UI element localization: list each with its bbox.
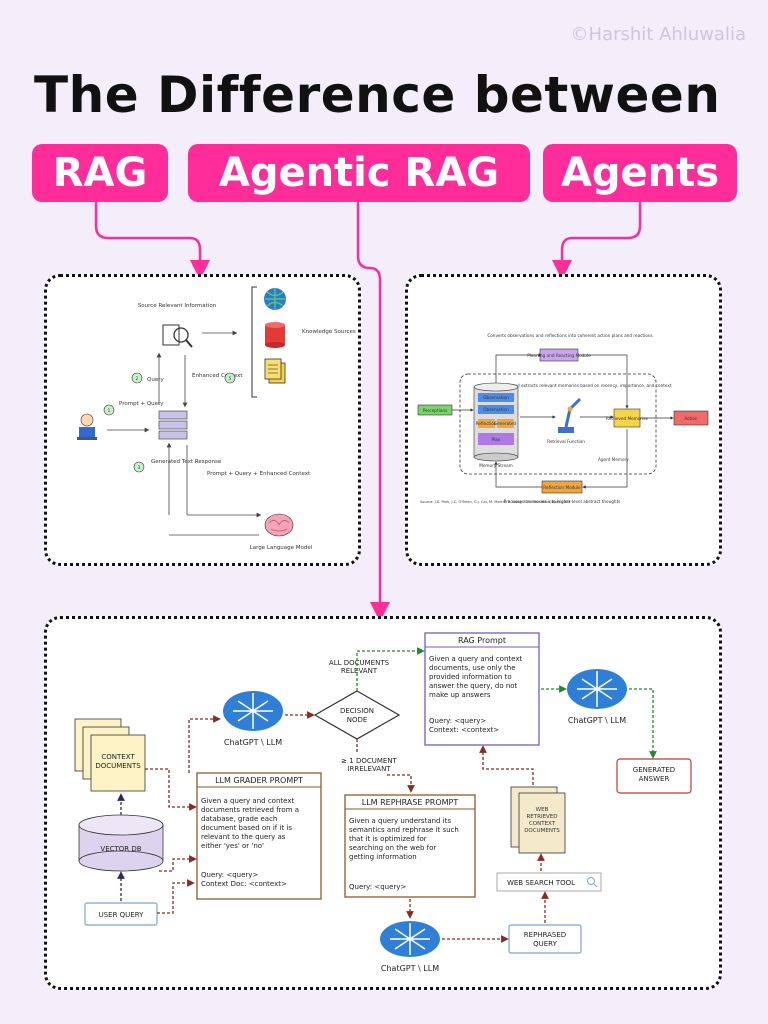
- llm-brain-icon-top: [567, 669, 627, 709]
- database-cylinder-icon: [265, 322, 285, 348]
- rephrase-prompt-card: [344, 794, 476, 898]
- plan-label: Plan: [492, 437, 501, 442]
- step-5-badge: 5: [229, 376, 232, 381]
- llm-label-top: ChatGPT \ LLM: [568, 716, 626, 725]
- brain-icon: [264, 513, 294, 537]
- planning-module-label: Planning and Reacting Module: [527, 353, 591, 358]
- agents-label-pill: Agents: [543, 144, 737, 202]
- memory-stream-cylinder: [473, 382, 519, 462]
- llm-label-bottom: ChatGPT \ LLM: [381, 964, 439, 973]
- generated-response-label: Generated Text Response: [151, 459, 222, 465]
- reflection-box-label: Reflection: [476, 421, 497, 426]
- agents-connector-arrow: [552, 202, 642, 280]
- generated-box-label: Generated: [494, 421, 517, 426]
- web-documents-stack: [510, 786, 566, 854]
- perceptions-label: Perceptions: [423, 408, 447, 413]
- action-label: Action: [684, 416, 697, 421]
- knowledge-sources-label: Knowledge Sources: [302, 329, 356, 335]
- source-citation: Source: J.S. Park, J.C. O'Brien, C.J. Ca…: [420, 500, 570, 504]
- agentic-rag-label-pill: Agentic RAG: [188, 144, 530, 202]
- grader-prompt-vars: Query: <query>Context Doc: <context>: [201, 871, 287, 888]
- vector-db-label: VECTOR DB: [100, 845, 141, 853]
- grader-prompt-title: LLM GRADER PROMPT: [215, 776, 303, 785]
- step-2-badge: 2: [136, 376, 139, 381]
- robot-arm-icon: [558, 397, 582, 433]
- web-search-tool-box: [496, 872, 602, 892]
- user-query-label: USER QUERY: [99, 911, 145, 919]
- user-laptop-icon: [77, 413, 97, 440]
- source-relevant-label: Source Relevant Information: [138, 303, 217, 309]
- rephrased-query-box: [508, 924, 582, 954]
- retrieval-function-label: Retrieval Function: [547, 439, 585, 444]
- retrieved-memories-label: Retrieved Memories: [606, 416, 648, 421]
- search-document-icon: [162, 324, 193, 348]
- reflection-note: Processes memories into higher-level abs…: [504, 499, 621, 504]
- page-title: The Difference between: [34, 66, 721, 124]
- llm-label: Large Language Model: [250, 545, 313, 551]
- rag-prompt-vars: Query: <query>Context: <context>: [429, 717, 499, 734]
- rephrase-prompt-vars: Query: <query>: [349, 883, 406, 891]
- user-query-box: [84, 902, 158, 926]
- reflection-module-label: Reflection Module: [543, 485, 581, 490]
- llm-brain-icon-bottom: [380, 921, 440, 957]
- step-1-badge: 1: [108, 408, 111, 413]
- rag-panel: Source Relevant Information: [44, 274, 361, 566]
- watermark: ©Harshit Ahluwalia: [570, 24, 746, 45]
- query-label: Query: [147, 377, 164, 383]
- agentic-connector-arrow: [356, 202, 390, 622]
- planning-note: Converts observations and reflections in…: [487, 333, 652, 338]
- generated-answer-box: [616, 758, 692, 794]
- grader-prompt-card: [196, 772, 322, 900]
- step-3-badge: 3: [138, 465, 141, 470]
- scores-note: Scores and extracts relevant memories ba…: [497, 383, 672, 388]
- agent-memory-label: Agent Memory: [598, 457, 629, 462]
- rag-connector-arrow: [94, 202, 210, 280]
- web-search-label: WEB SEARCH TOOL: [507, 879, 575, 887]
- rag-label-pill: RAG: [32, 144, 168, 202]
- llm-label-middle: ChatGPT \ LLM: [224, 738, 282, 747]
- decision-node-diamond: [313, 690, 401, 740]
- search-icon: [587, 877, 598, 888]
- context-documents-stack: [74, 718, 146, 792]
- documents-icon: [264, 358, 286, 384]
- enhanced-context-label: Enhanced Context: [192, 373, 243, 379]
- globe-icon: [264, 288, 286, 310]
- agents-panel: Converts observations and reflections in…: [405, 274, 722, 566]
- server-stack-icon: [158, 410, 188, 440]
- llm-brain-icon-middle: [223, 691, 283, 731]
- rephrase-prompt-title: LLM REPHRASE PROMPT: [362, 798, 459, 807]
- observation-label: Observation: [483, 395, 509, 400]
- observation-label-2: Observation: [483, 407, 509, 412]
- action-box: [673, 410, 709, 426]
- vector-db-cylinder: [78, 814, 164, 872]
- prompt-query-label: Prompt + Query: [119, 401, 164, 407]
- rag-prompt-title: RAG Prompt: [458, 636, 506, 645]
- prompt-query-context-label: Prompt + Query + Enhanced Context: [207, 471, 311, 477]
- agent-memory-frame: [459, 373, 657, 475]
- rag-prompt-card: [424, 632, 540, 746]
